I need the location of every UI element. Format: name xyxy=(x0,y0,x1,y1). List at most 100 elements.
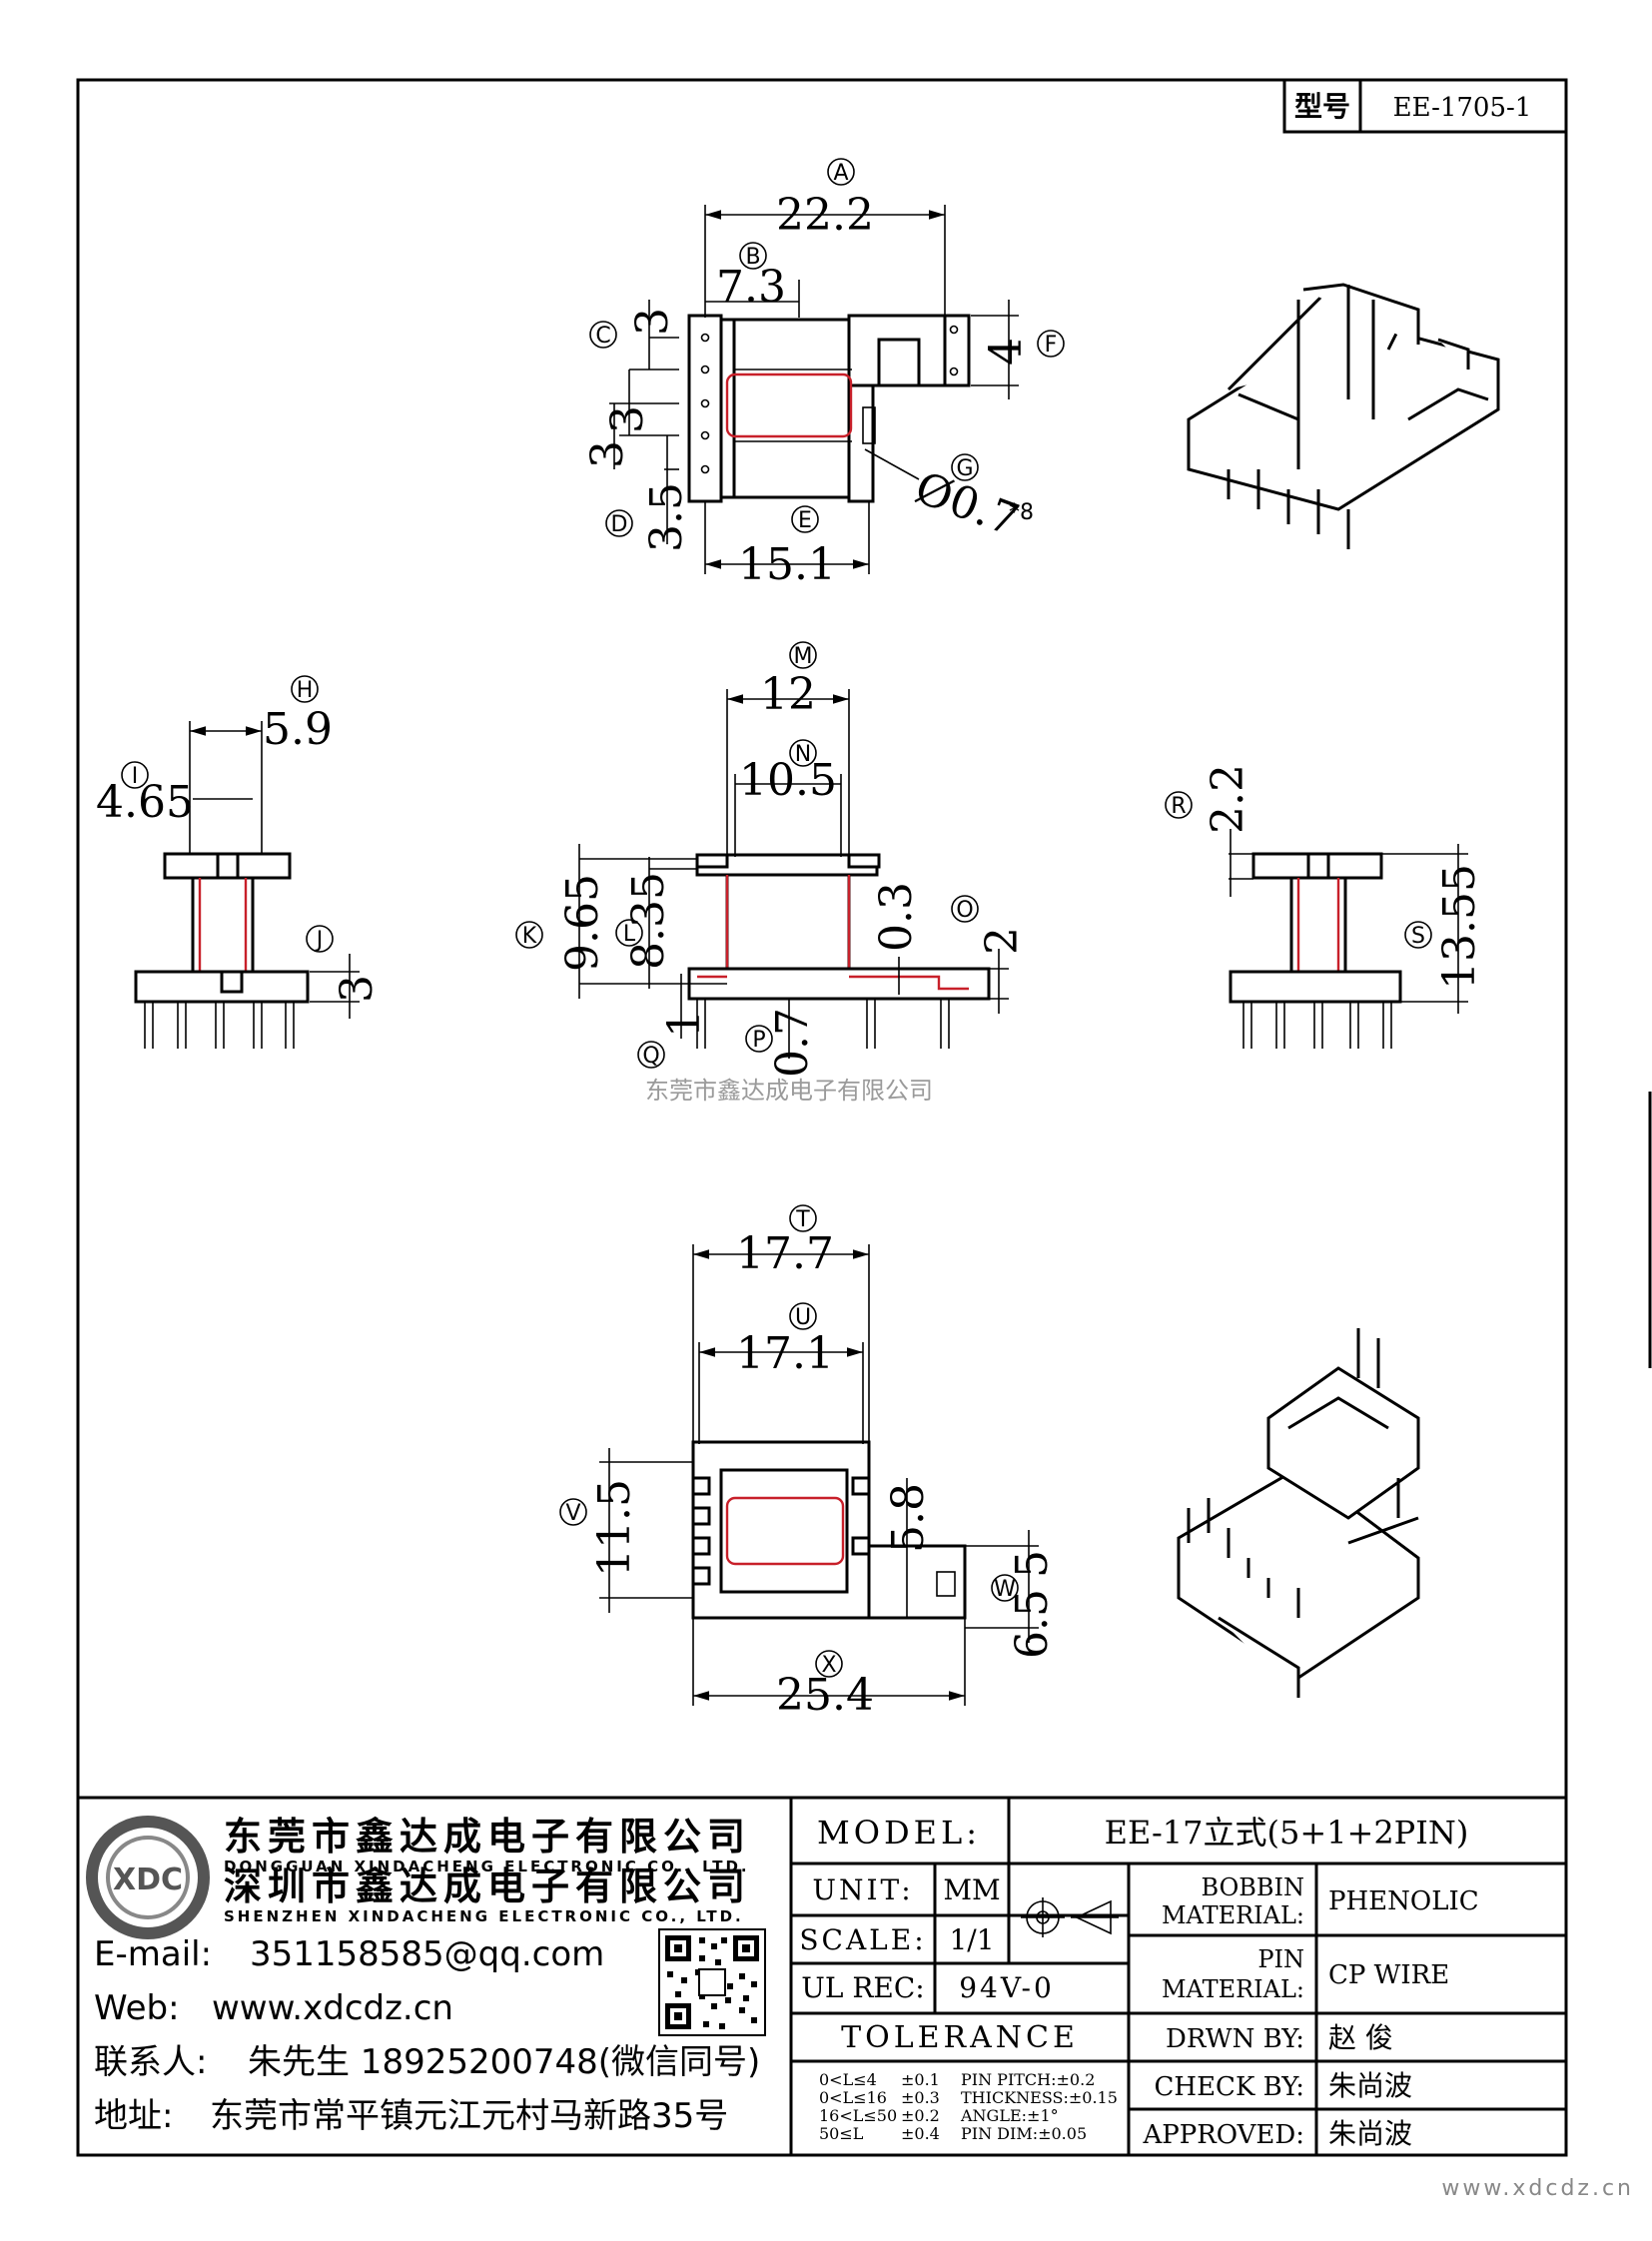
company-name-en-2: SHENZHEN XINDACHENG ELECTRONIC CO., LTD. xyxy=(224,1907,744,1925)
dim-P: 0.7 xyxy=(767,1008,818,1078)
footer-url: www.xdcdz.cn xyxy=(1441,2176,1634,2201)
model-label: MODEL: xyxy=(817,1814,981,1852)
svg-text:R: R xyxy=(1171,794,1186,819)
svg-text:±0.3: ±0.3 xyxy=(901,2088,940,2107)
web-value: www.xdcdz.cn xyxy=(212,1988,453,2028)
svg-text:0<L≤4: 0<L≤4 xyxy=(819,2070,877,2089)
svg-text:L: L xyxy=(623,922,636,947)
company-logo: XDC xyxy=(86,1816,210,1939)
dim-H: 5.9 xyxy=(263,704,333,755)
dim-U: 17.1 xyxy=(736,1328,834,1379)
bobbin-label-1: BOBBIN xyxy=(1201,1873,1304,1901)
bobbin-value: PHENOLIC xyxy=(1328,1886,1479,1916)
svg-text:XDC: XDC xyxy=(113,1863,183,1897)
iso-view-top xyxy=(1187,283,1500,549)
svg-text:O: O xyxy=(956,898,973,923)
unit-label: UNIT: xyxy=(812,1873,913,1906)
svg-text:PIN PITCH:±0.2: PIN PITCH:±0.2 xyxy=(961,2070,1095,2089)
check-value: 朱尚波 xyxy=(1328,2069,1412,2102)
drwn-value: 赵 俊 xyxy=(1328,2021,1393,2054)
dim-E: 15.1 xyxy=(738,539,836,590)
dim-W2: 5 xyxy=(1007,1550,1058,1578)
svg-text:H: H xyxy=(297,678,314,703)
pin-value: CP WIRE xyxy=(1328,1960,1449,1990)
tolerance-label: TOLERANCE xyxy=(841,2020,1079,2055)
model-value: EE-17立式(5+1+2PIN) xyxy=(1105,1814,1469,1852)
dim-B: 7.3 xyxy=(716,262,786,313)
scale-label: SCALE: xyxy=(799,1923,926,1956)
svg-text:W: W xyxy=(994,1577,1016,1602)
sheet-border xyxy=(76,78,1568,2157)
svg-text:PIN DIM:±0.05: PIN DIM:±0.05 xyxy=(961,2124,1087,2143)
dim-W: 6.5 xyxy=(1007,1589,1058,1659)
unit-value: MM xyxy=(943,1873,1000,1906)
svg-text:J: J xyxy=(315,928,324,953)
svg-text:±0.2: ±0.2 xyxy=(901,2106,940,2125)
dim-D: 3.5 xyxy=(641,482,692,552)
svg-text:X: X xyxy=(821,1653,836,1678)
svg-text:T: T xyxy=(795,1207,810,1232)
contact-label: 联系人: xyxy=(94,2042,207,2082)
svg-text:50≤L: 50≤L xyxy=(819,2124,864,2143)
dim-C3: 3 xyxy=(582,440,633,468)
address-value: 东莞市常平镇元江元村马新路35号 xyxy=(210,2096,728,2136)
dim-S: 13.55 xyxy=(1434,864,1485,990)
dim-X: 25.4 xyxy=(776,1670,874,1721)
svg-text:C: C xyxy=(595,324,610,349)
iso-view-bottom xyxy=(1177,1328,1420,1698)
left-view: 5.9 H 4.65 I 3 J xyxy=(96,675,383,1049)
dim-O-a: 0.3 xyxy=(871,882,922,952)
dim-J: 3 xyxy=(332,975,383,1003)
ulrec-label: UL REC: xyxy=(801,1971,924,2004)
company-name-cn-1: 东莞市鑫达成电子有限公司 xyxy=(224,1815,751,1859)
svg-text:D: D xyxy=(611,512,628,537)
scale-value: 1/1 xyxy=(949,1923,994,1956)
svg-text:A: A xyxy=(833,161,848,186)
dim-G-mult: *8 xyxy=(1009,500,1034,525)
svg-text:M: M xyxy=(794,644,813,669)
svg-text:0<L≤16: 0<L≤16 xyxy=(819,2088,887,2107)
dim-L: 8.35 xyxy=(623,872,674,970)
front-view: 12 M 10.5 N 9.65 K 8.35 L 0.3 2 O 1 Q 0.… xyxy=(515,641,1028,1078)
svg-text:P: P xyxy=(752,1028,765,1053)
drwn-label: DRWN BY: xyxy=(1166,2024,1304,2054)
type-header: 型号 EE-1705-1 xyxy=(1282,78,1568,134)
svg-text:±0.4: ±0.4 xyxy=(901,2124,940,2143)
svg-text:THICKNESS:±0.15: THICKNESS:±0.15 xyxy=(961,2088,1118,2107)
svg-text:Q: Q xyxy=(642,1044,659,1069)
svg-text:±0.1: ±0.1 xyxy=(901,2070,940,2089)
svg-text:G: G xyxy=(956,456,973,481)
dim-O-b: 2 xyxy=(977,927,1028,955)
ulrec-value: 94V-0 xyxy=(959,1971,1055,2004)
pin-label-1: PIN xyxy=(1257,1945,1304,1973)
approved-value: 朱尚波 xyxy=(1328,2117,1412,2150)
svg-text:K: K xyxy=(522,924,537,949)
svg-text:I: I xyxy=(132,764,139,789)
right-view: 2.2 R 13.55 S xyxy=(1165,764,1485,1049)
email-label: E-mail: xyxy=(94,1934,212,1974)
bottom-view: 17.7 T 17.1 U 11.5 V 5.8 5 6.5 W 25.4 X xyxy=(559,1204,1058,1721)
pin-label-2: MATERIAL: xyxy=(1162,1975,1304,2003)
dim-N: 10.5 xyxy=(739,755,837,806)
svg-text:V: V xyxy=(565,1501,580,1526)
svg-text:U: U xyxy=(795,1305,811,1330)
dim-R: 2.2 xyxy=(1203,764,1253,834)
dim-F: 4 xyxy=(981,338,1032,366)
watermark: 东莞市鑫达成电子有限公司 xyxy=(645,1077,933,1105)
dim-V2: 5.8 xyxy=(883,1483,934,1553)
company-block: XDC 东莞市鑫达成电子有限公司 DONGGUAN XINDACHENG ELE… xyxy=(86,1815,766,2136)
address-label: 地址: xyxy=(94,2096,173,2136)
company-name-en-1: DONGGUAN XINDACHENG ELECTRONIC CO., LTD. xyxy=(224,1858,750,1875)
qr-code-icon xyxy=(658,1928,766,2036)
tolerance-table: 0<L≤4 ±0.1 PIN PITCH:±0.2 0<L≤16 ±0.3 TH… xyxy=(819,2070,1118,2143)
svg-text:F: F xyxy=(1045,333,1058,358)
dim-A: 22.2 xyxy=(776,190,874,241)
type-label: 型号 xyxy=(1294,90,1350,123)
svg-text:N: N xyxy=(795,742,811,767)
svg-text:16<L≤50: 16<L≤50 xyxy=(819,2106,897,2125)
dim-C2: 3 xyxy=(602,405,653,433)
dim-V: 11.5 xyxy=(589,1479,640,1577)
svg-text:ANGLE:±1°: ANGLE:±1° xyxy=(960,2106,1059,2125)
company-name-cn-2: 深圳市鑫达成电子有限公司 xyxy=(224,1865,751,1908)
dim-C: 3 xyxy=(627,308,678,336)
